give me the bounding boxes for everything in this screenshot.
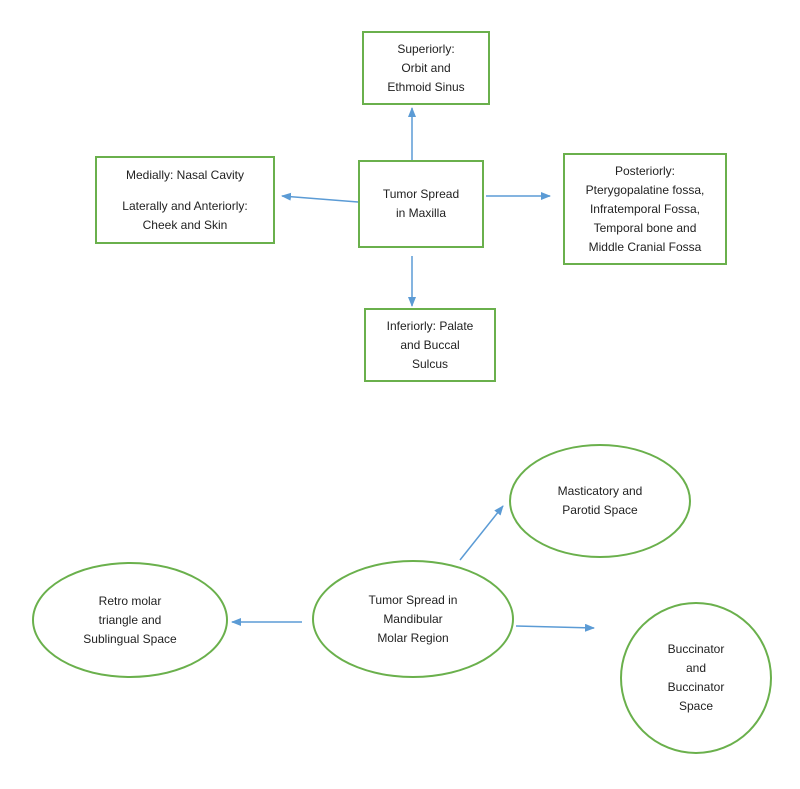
buccinator-space-ellipse: Buccinator and Buccinator Space xyxy=(620,602,772,754)
node-text-line: Tumor Spread xyxy=(382,187,460,201)
mandible-center-ellipse: Tumor Spread in Mandibular Molar Region xyxy=(312,560,514,678)
node-text-line: Tumor Spread in xyxy=(368,592,458,607)
maxilla-posterior-box: Posteriorly: Pterygopalatine fossa, Infr… xyxy=(563,153,727,265)
maxilla-medial-lateral-box: Medially: Nasal Cavity Laterally and Ant… xyxy=(95,156,275,244)
node-text-line: Buccinator xyxy=(667,642,725,656)
node-text-line: Sulcus xyxy=(411,356,449,371)
node-text-line: Ethmoid Sinus xyxy=(387,79,465,94)
node-text-line: Retro molar xyxy=(98,593,162,608)
node-text-line: triangle and xyxy=(98,612,162,627)
maxilla-center-box: Tumor Spread in Maxilla xyxy=(358,160,484,248)
node-text-line: Molar Region xyxy=(377,630,449,645)
node-text-line: Parotid Space xyxy=(562,503,638,517)
node-text-line: Masticatory and xyxy=(557,484,643,498)
node-text-line: Temporal bone and xyxy=(593,220,697,235)
node-text-line: Superiorly: xyxy=(397,41,455,56)
node-text-line: Orbit and xyxy=(401,60,451,75)
node-text-line: Middle Cranial Fossa xyxy=(588,239,702,254)
node-text-line: Buccinator xyxy=(667,680,725,694)
node-text-line: and Buccal xyxy=(400,337,460,352)
retromolar-sublingual-ellipse: Retro molar triangle and Sublingual Spac… xyxy=(32,562,228,678)
maxilla-inferior-box: Inferiorly: Palate and Buccal Sulcus xyxy=(364,308,496,382)
maxilla-superior-box: Superiorly: Orbit and Ethmoid Sinus xyxy=(362,31,490,105)
node-text-line: Space xyxy=(678,699,714,713)
node-text-line: Cheek and Skin xyxy=(142,217,228,232)
node-text-line: Inferiorly: Palate xyxy=(386,318,474,333)
node-text-line: Sublingual Space xyxy=(83,631,177,646)
node-text-line: Mandibular xyxy=(383,611,443,626)
node-text-line: Laterally and Anteriorly: xyxy=(122,198,248,213)
masticatory-parotid-ellipse: Masticatory and Parotid Space xyxy=(509,444,691,558)
node-text-line: Medially: Nasal Cavity xyxy=(125,167,245,182)
node-text-line: Posteriorly: xyxy=(614,163,676,178)
node-text-line: in Maxilla xyxy=(395,206,446,220)
node-text-line: Pterygopalatine fossa, xyxy=(585,182,705,197)
node-text-line: Infratemporal Fossa, xyxy=(589,201,701,216)
arrow-to-medial xyxy=(281,192,359,203)
arrow-to-masticatory xyxy=(459,505,504,561)
node-text-line: and xyxy=(685,661,707,675)
arrow-to-buccinator xyxy=(515,623,595,632)
